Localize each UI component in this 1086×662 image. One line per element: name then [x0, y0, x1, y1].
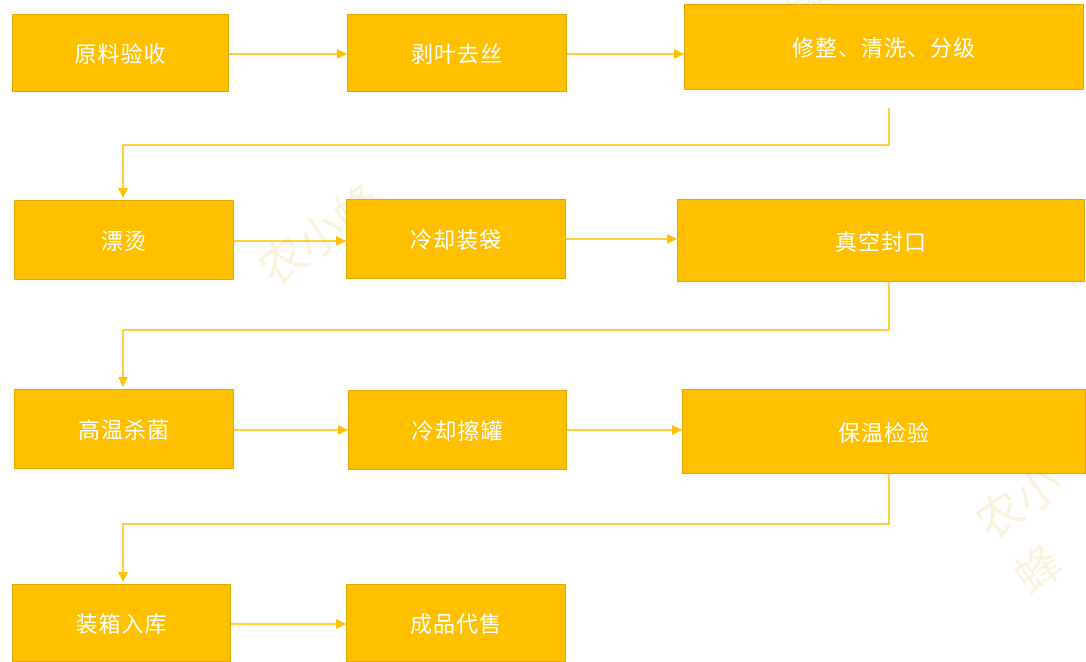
step-label-3: 修整、清洗、分级	[791, 37, 976, 62]
step-box-8: 冷却擦罐	[348, 390, 567, 470]
step-label-8: 冷却擦罐	[411, 420, 504, 445]
step-box-10: 装箱入库	[12, 584, 231, 662]
step-box-2: 剥叶去丝	[347, 14, 567, 92]
step-label-5: 冷却装袋	[409, 229, 502, 254]
step-label-9: 保温检验	[837, 421, 930, 447]
connector-9-10	[118, 474, 890, 582]
connector-3-4	[118, 108, 890, 198]
step-box-4: 漂烫	[14, 200, 234, 280]
step-box-9: 保温检验	[682, 389, 1086, 474]
step-label-6: 真空封口	[834, 230, 927, 256]
step-box-5: 冷却装袋	[346, 199, 566, 279]
step-box-6: 真空封口	[677, 199, 1085, 282]
step-label-2: 剥叶去丝	[410, 43, 503, 68]
step-box-3: 修整、清洗、分级	[684, 4, 1084, 90]
step-label-1: 原料验收	[74, 43, 167, 68]
step-label-10: 装箱入库	[75, 613, 168, 638]
step-label-4: 漂烫	[100, 230, 147, 255]
step-label-7: 高温杀菌	[77, 419, 170, 444]
step-box-1: 原料验收	[12, 14, 229, 92]
step-label-11: 成品代售	[409, 613, 502, 638]
step-box-7: 高温杀菌	[14, 389, 234, 469]
step-box-11: 成品代售	[346, 584, 566, 662]
connector-6-7	[118, 282, 890, 387]
